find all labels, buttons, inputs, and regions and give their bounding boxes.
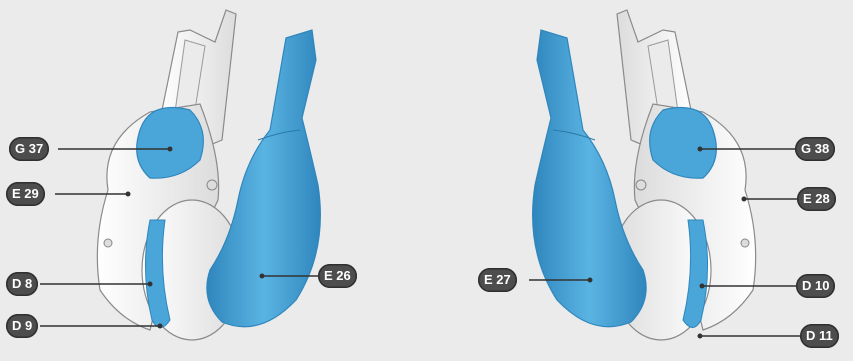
label-d10: D 10 xyxy=(796,274,835,298)
label-d8: D 8 xyxy=(6,272,38,296)
label-g38: G 38 xyxy=(795,137,835,161)
label-e28: E 28 xyxy=(797,187,836,211)
label-e27: E 27 xyxy=(478,268,517,292)
label-e29: E 29 xyxy=(6,182,45,206)
right-gear-assembly xyxy=(533,10,756,340)
label-d9: D 9 xyxy=(6,314,38,338)
label-g37: G 37 xyxy=(9,137,49,161)
label-e26: E 26 xyxy=(318,264,357,288)
label-d11: D 11 xyxy=(800,324,839,348)
left-gear-assembly xyxy=(97,10,320,340)
